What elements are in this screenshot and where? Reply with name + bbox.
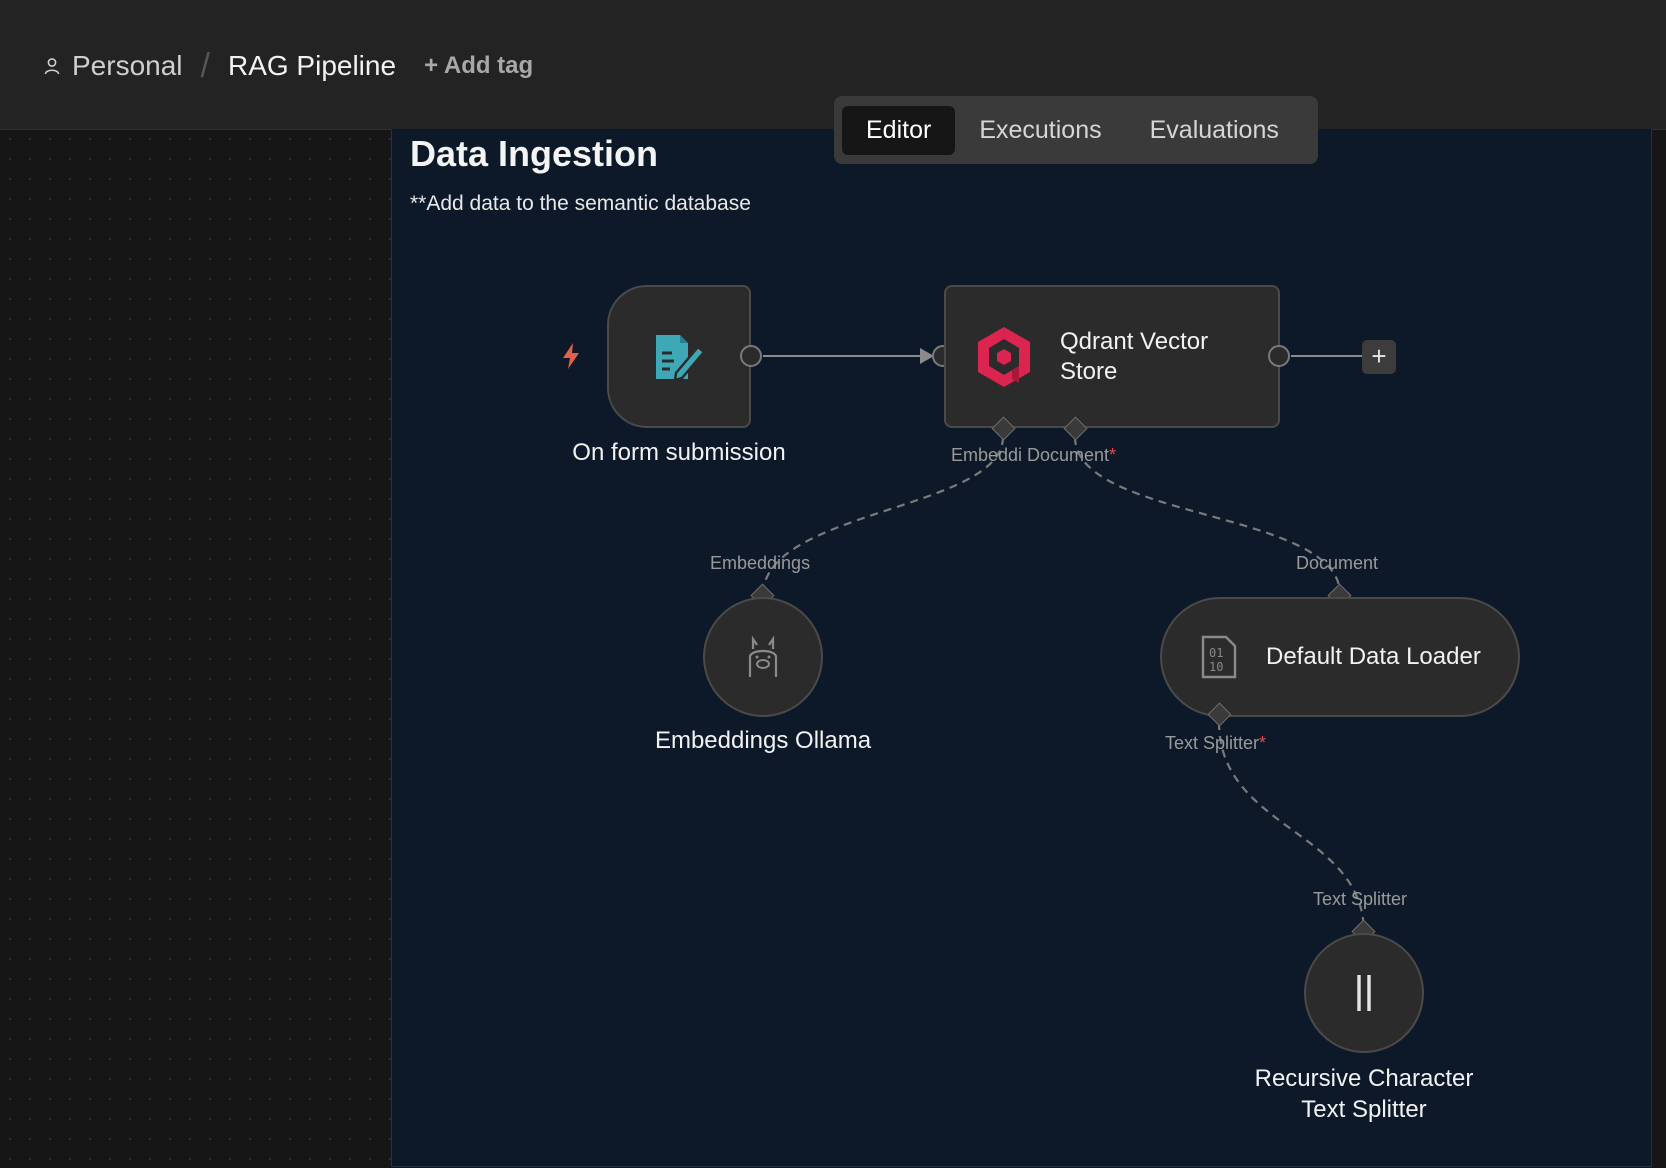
add-node-button[interactable]: + xyxy=(1362,340,1396,374)
loader-port-label-text-splitter: Text Splitter* xyxy=(1165,733,1267,753)
add-tag-button[interactable]: + Add tag xyxy=(424,52,534,79)
breadcrumb-separator: / xyxy=(200,46,210,85)
breadcrumb-workspace[interactable]: Personal xyxy=(72,50,183,81)
svg-text:01: 01 xyxy=(1209,646,1223,660)
ollama-port-label: Embeddings xyxy=(710,553,811,573)
node-recursive-character-text-splitter[interactable] xyxy=(1304,933,1424,1053)
qdrant-label-line1: Qdrant Vector xyxy=(1060,327,1209,355)
binary-file-icon: 01 10 xyxy=(1201,635,1237,679)
loader-port-label-document: Document xyxy=(1296,553,1379,573)
trigger-bolt-icon xyxy=(563,343,579,369)
tab-executions[interactable]: Executions xyxy=(979,115,1102,144)
tab-evaluations[interactable]: Evaluations xyxy=(1149,115,1279,144)
split-bars-icon xyxy=(1357,975,1371,1011)
node-qdrant-vector-store[interactable]: Qdrant Vector Store xyxy=(944,285,1280,428)
sticky-subtitle: **Add data to the semantic database xyxy=(410,192,751,215)
node-form-trigger[interactable] xyxy=(607,285,751,428)
qdrant-label-line2: Store xyxy=(1060,357,1118,385)
sticky-title: Data Ingestion xyxy=(410,133,659,174)
form-edit-icon xyxy=(656,334,706,382)
splitter-port-label: Text Splitter xyxy=(1313,889,1408,909)
qdrant-icon xyxy=(978,326,1030,387)
person-icon xyxy=(44,58,60,75)
tab-editor[interactable]: Editor xyxy=(842,105,956,155)
form-output-port[interactable] xyxy=(740,345,762,367)
ollama-llama-icon xyxy=(748,635,778,677)
ollama-node-label: Embeddings Ollama xyxy=(654,727,872,754)
splitter-node-label: Recursive Character Text Splitter xyxy=(1254,1065,1474,1123)
form-node-label: On form submission xyxy=(572,439,786,466)
workflow-name[interactable]: RAG Pipeline xyxy=(227,50,397,81)
view-tabs: Editor Executions Evaluations xyxy=(834,96,1318,164)
breadcrumb: Personal / RAG Pipeline + Add tag xyxy=(42,46,533,86)
node-embeddings-ollama[interactable] xyxy=(703,597,823,717)
qdrant-output-port[interactable] xyxy=(1268,345,1290,367)
top-header: Personal / RAG Pipeline + Add tag xyxy=(0,0,1666,130)
qdrant-port-label-embedding: Embeddi xyxy=(951,445,1023,465)
svg-text:10: 10 xyxy=(1209,660,1223,674)
node-default-data-loader[interactable]: 01 10 Default Data Loader xyxy=(1160,597,1520,717)
loader-node-label: Default Data Loader xyxy=(1266,643,1481,670)
qdrant-port-label-document: Document* xyxy=(1027,445,1117,465)
